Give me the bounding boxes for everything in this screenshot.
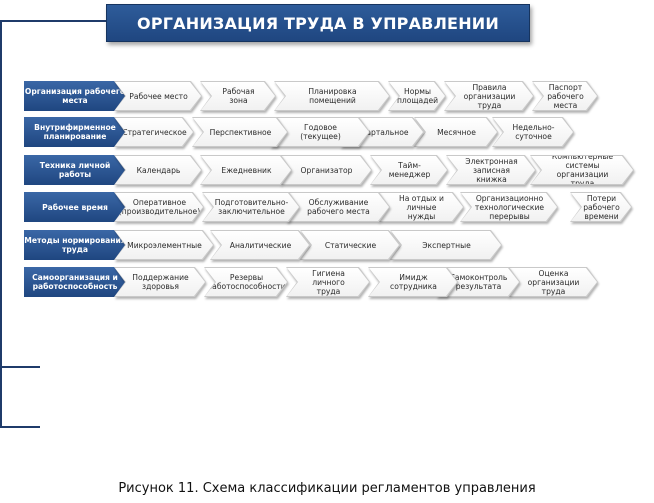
classification-item-label: Микроэлементные <box>115 231 213 259</box>
classification-item: Электронная записная книжка <box>446 155 536 185</box>
classification-item: Поддержание здоровья <box>114 267 206 297</box>
classification-item: Статические <box>300 230 400 260</box>
classification-item: Тайм-менеджер <box>370 155 448 185</box>
classification-item: На отдых и личные нужды <box>378 192 464 222</box>
classification-item-label: Тайм-менеджер <box>371 156 447 184</box>
classification-item: Подготовительно-заключительное <box>202 192 300 222</box>
classification-item-label: Экспертные <box>391 231 501 259</box>
classification-item-label: Перспективное <box>193 118 287 146</box>
classification-item-label: Оценка организации труда <box>509 268 597 296</box>
classification-item: Паспорт рабочего места <box>532 81 598 111</box>
classification-item-label: Календарь <box>115 156 201 184</box>
category-label: Внутрифирменное планирование <box>24 117 136 147</box>
classification-item: Месячное <box>414 117 498 147</box>
classification-item-label: Имидж сотрудника <box>369 268 457 296</box>
bracket-vertical-line <box>0 20 2 428</box>
classification-item-label: На отдых и личные нужды <box>379 193 463 221</box>
classification-item: Гигиена личного труда <box>286 267 370 297</box>
classification-item-label: Компьютерные системы организации труда <box>531 156 633 184</box>
classification-item-label: Рабочая зона <box>201 82 275 110</box>
category-label: Методы нормирования труда <box>24 230 136 260</box>
bracket-tick <box>0 426 40 428</box>
classification-item: Рабочее место <box>114 81 202 111</box>
classification-item: Имидж сотрудника <box>368 267 458 297</box>
classification-item-label: Организационно технологические перерывы <box>461 193 557 221</box>
classification-item-label: Нормы площадей <box>389 82 445 110</box>
category-label: Организация рабочего места <box>24 81 136 111</box>
classification-item-label: Электронная записная книжка <box>447 156 535 184</box>
classification-item: Аналитические <box>210 230 310 260</box>
classification-item-label: Статические <box>301 231 399 259</box>
bracket-tick <box>0 366 40 368</box>
classification-item-label: Месячное <box>415 118 497 146</box>
classification-item-label: Организатор <box>281 156 371 184</box>
classification-item: Календарь <box>114 155 202 185</box>
classification-item: Планировка помещений <box>274 81 390 111</box>
classification-item-label: Поддержание здоровья <box>115 268 205 296</box>
classification-item-label: Стратегическое <box>115 118 193 146</box>
classification-item: Нормы площадей <box>388 81 446 111</box>
classification-item-label: Недельно-суточное <box>493 118 573 146</box>
diagram-title: ОРГАНИЗАЦИЯ ТРУДА В УПРАВЛЕНИИ <box>106 4 530 42</box>
classification-item: Ежедневник <box>200 155 292 185</box>
classification-item: Организационно технологические перерывы <box>460 192 558 222</box>
classification-item: Стратегическое <box>114 117 194 147</box>
classification-item: Компьютерные системы организации труда <box>530 155 634 185</box>
classification-item: Оперативное (производительное) <box>114 192 204 222</box>
classification-item-label: Оперативное (производительное) <box>115 193 203 221</box>
category-label: Техника личной работы <box>24 155 136 185</box>
classification-item: Недельно-суточное <box>492 117 574 147</box>
classification-item: Резервы работоспособности <box>204 267 288 297</box>
classification-item-label: Подготовительно-заключительное <box>203 193 299 221</box>
classification-item: Рабочая зона <box>200 81 276 111</box>
classification-item-label: Паспорт рабочего места <box>533 82 597 110</box>
classification-item: Перспективное <box>192 117 288 147</box>
figure-caption: Рисунок 11. Схема классификации регламен… <box>118 481 536 496</box>
classification-item: Оценка организации труда <box>508 267 598 297</box>
classification-item: Потери рабочего времени <box>570 192 632 222</box>
category-label: Самоорганизация и работоспособность <box>24 267 136 297</box>
classification-item-label: Аналитические <box>211 231 309 259</box>
classification-item: Микроэлементные <box>114 230 214 260</box>
bracket-top-connector <box>0 20 106 22</box>
classification-item-label: Правила организации труда <box>445 82 533 110</box>
classification-item-label: Резервы работоспособности <box>205 268 287 296</box>
classification-item: Обслуживание рабочего места <box>286 192 390 222</box>
classification-item-label: Гигиена личного труда <box>287 268 369 296</box>
classification-item-label: Обслуживание рабочего места <box>287 193 389 221</box>
classification-item: Организатор <box>280 155 372 185</box>
classification-item-label: Рабочее место <box>115 82 201 110</box>
classification-item-label: Ежедневник <box>201 156 291 184</box>
classification-item: Правила организации труда <box>444 81 534 111</box>
classification-item: Экспертные <box>390 230 502 260</box>
classification-item-label: Планировка помещений <box>275 82 389 110</box>
category-label: Рабочее время <box>24 192 136 222</box>
classification-item-label: Потери рабочего времени <box>571 193 631 221</box>
